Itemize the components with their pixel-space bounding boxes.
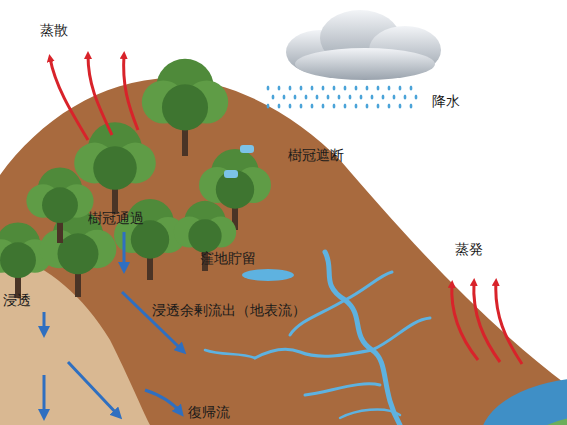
rain-drop: [311, 103, 314, 108]
label: 樹冠通過: [88, 210, 144, 227]
tree-canopy: [42, 187, 78, 223]
rain-drop: [300, 103, 303, 108]
rain-drop: [327, 94, 330, 99]
label: 蒸散: [40, 22, 68, 39]
rain-drop: [267, 103, 270, 108]
rain-drop: [338, 94, 341, 99]
rain-drop: [349, 94, 352, 99]
rain-drop: [377, 85, 380, 90]
canopy-water: [224, 170, 238, 178]
rain-drop: [316, 94, 319, 99]
rain-drop: [388, 103, 391, 108]
rain-drop: [289, 85, 292, 90]
label: 樹冠遮断: [288, 147, 344, 164]
rain-drop: [272, 94, 275, 99]
rain-drop: [410, 85, 413, 90]
rain-drop: [267, 85, 270, 90]
water-body: [480, 378, 567, 425]
rain-drop: [333, 103, 336, 108]
rain-drop: [322, 103, 325, 108]
hill-slope: [0, 78, 567, 425]
surface-streams: [205, 252, 430, 425]
rain-drop: [278, 103, 281, 108]
tree-canopy: [131, 220, 169, 258]
rain: [267, 85, 418, 108]
tree-canopy: [216, 170, 254, 208]
rain-drop: [333, 85, 336, 90]
rain-drop: [399, 85, 402, 90]
pond: [242, 269, 294, 281]
rain-drop: [344, 85, 347, 90]
rain-drop: [382, 94, 385, 99]
rain-drop: [377, 103, 380, 108]
rain-drop: [355, 103, 358, 108]
label: 浸透余剰流出（地表流）: [152, 302, 306, 319]
canopy-water: [240, 145, 254, 153]
tree-canopy: [162, 84, 208, 130]
rain-drop: [322, 85, 325, 90]
label: 窪地貯留: [200, 250, 256, 267]
label: 浸透: [3, 292, 31, 309]
rain-drop: [366, 85, 369, 90]
rain-drop: [344, 103, 347, 108]
rain-drop: [300, 85, 303, 90]
flow-arrows: [44, 232, 182, 415]
rain-drop: [404, 94, 407, 99]
rain-drop: [289, 103, 292, 108]
tree-canopy: [58, 233, 99, 274]
rain-drop: [305, 94, 308, 99]
rain-drop: [311, 85, 314, 90]
rain-drop: [393, 94, 396, 99]
tree-canopy: [0, 242, 36, 278]
far-shore: [520, 415, 567, 425]
label: 蒸発: [455, 241, 483, 258]
rain-drop: [399, 103, 402, 108]
rain-drop: [283, 94, 286, 99]
rain-drop: [371, 94, 374, 99]
rain-drop: [410, 103, 413, 108]
label: 降水: [432, 93, 460, 110]
cloud: [286, 10, 441, 80]
rain-drop: [366, 103, 369, 108]
evaporation-arrows: [452, 282, 522, 364]
label: 復帰流: [188, 404, 230, 421]
rain-drop: [278, 85, 281, 90]
rain-drop: [355, 85, 358, 90]
tree-canopy: [93, 146, 137, 190]
tree-canopy: [188, 219, 221, 252]
forest: [0, 59, 271, 298]
rain-drop: [294, 94, 297, 99]
rain-drop: [360, 94, 363, 99]
rain-drop: [415, 94, 418, 99]
transpiration-arrows: [50, 55, 138, 140]
rain-drop: [388, 85, 391, 90]
